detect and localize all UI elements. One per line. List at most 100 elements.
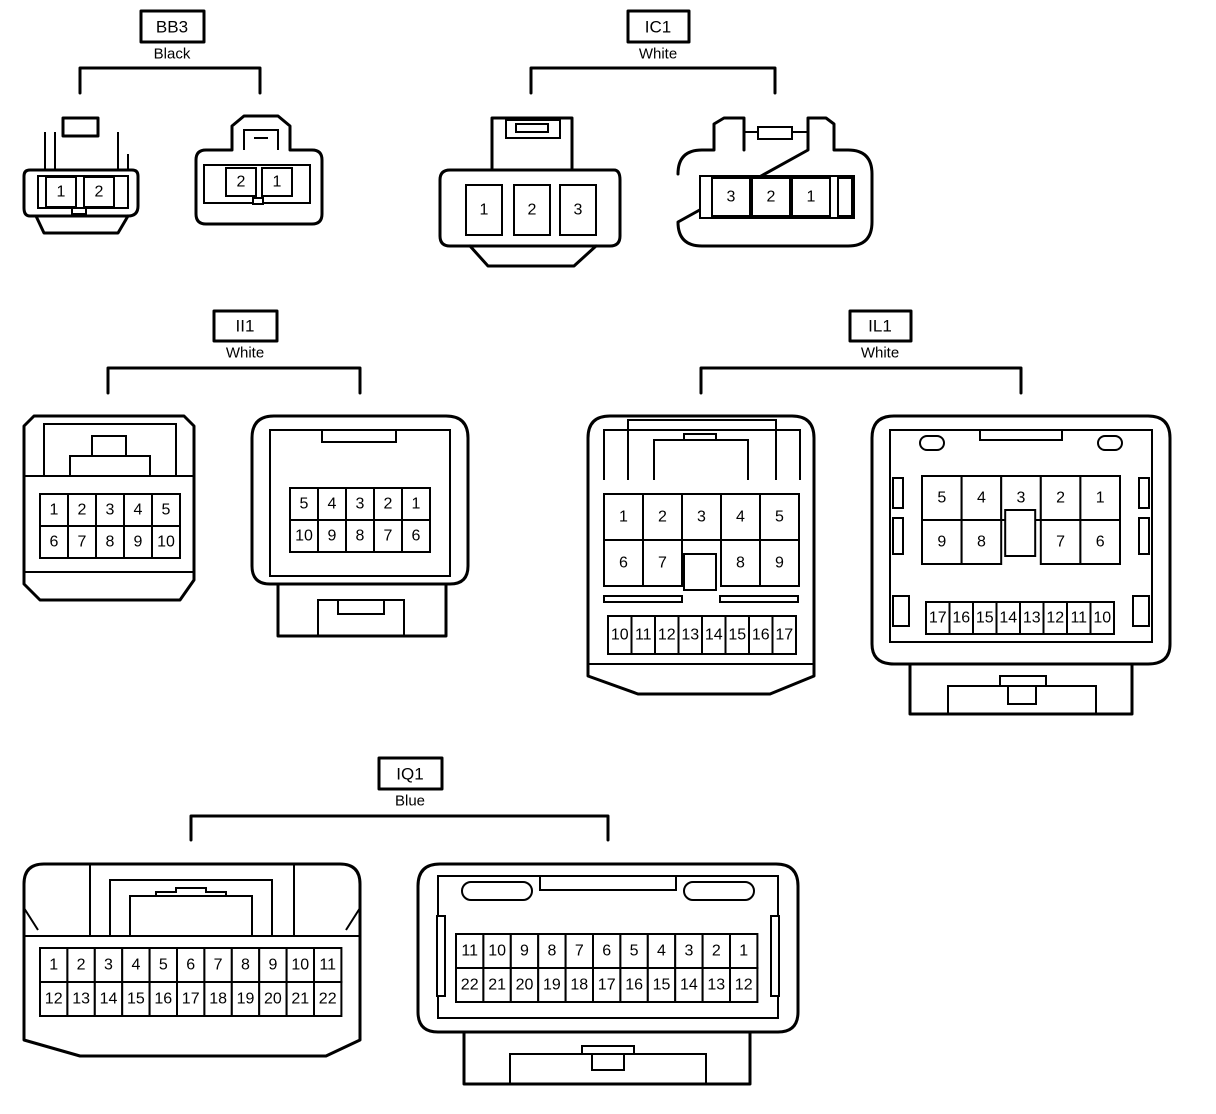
pin-label: 15 xyxy=(976,610,994,627)
pin-label: 3 xyxy=(1017,490,1026,507)
polarization-key xyxy=(683,553,717,591)
pin-label: 17 xyxy=(598,977,616,994)
pin-cell xyxy=(230,981,261,1017)
pin-cell xyxy=(681,493,722,541)
connector-ii1: II1 White xyxy=(22,309,470,638)
pin-label: 4 xyxy=(134,502,143,519)
connector-ii1-bracket xyxy=(106,366,362,395)
pin-cell xyxy=(759,493,800,541)
pin-label: 5 xyxy=(159,957,168,974)
pin-label: 9 xyxy=(328,528,337,545)
connector-ic1: IC1 White 1 2 3 3 2 1 xyxy=(438,9,874,268)
pin-cell xyxy=(258,981,288,1017)
pin-cell xyxy=(39,981,69,1017)
pin-label: 16 xyxy=(952,610,970,627)
pin-label: 22 xyxy=(461,977,479,994)
pin-label: 9 xyxy=(134,534,143,551)
pin-label: 1 xyxy=(57,184,66,201)
pin-cell xyxy=(646,933,677,969)
pin-label: 4 xyxy=(736,509,745,526)
pin-label: 13 xyxy=(1023,610,1041,627)
pin-label: 2 xyxy=(528,202,537,219)
connector-il1: IL1 White xyxy=(586,309,1172,716)
pin-label: 2 xyxy=(77,957,86,974)
connector-iq1-id: IQ1 xyxy=(396,765,423,784)
pin-label: 1 xyxy=(480,202,489,219)
pin-label: 8 xyxy=(106,534,115,551)
pin-cell xyxy=(401,519,431,553)
pin-cell xyxy=(960,519,1003,565)
pin-cell xyxy=(455,967,485,1003)
connector-bb3-color: Black xyxy=(154,46,191,63)
pin-label: 8 xyxy=(977,534,986,551)
pin-label: 15 xyxy=(127,991,145,1008)
pin-label: 1 xyxy=(1096,490,1105,507)
pin-cell xyxy=(729,967,759,1003)
pin-label: 6 xyxy=(412,528,421,545)
pin-label: 2 xyxy=(384,496,393,513)
pin-cell xyxy=(373,519,403,553)
pin-label: 11 xyxy=(461,943,478,960)
polarization-key xyxy=(1004,509,1037,557)
pin-cell xyxy=(674,967,704,1003)
pin-label: 12 xyxy=(658,627,676,644)
pin-label: 21 xyxy=(291,991,309,1008)
pin-label: 17 xyxy=(182,991,200,1008)
connector-iq1-front-view xyxy=(22,862,362,1058)
connector-ic1-id: IC1 xyxy=(645,18,671,37)
pin-label: 7 xyxy=(384,528,393,545)
pin-label: 4 xyxy=(657,943,666,960)
pin-cell xyxy=(401,487,431,521)
pin-cell xyxy=(313,981,343,1017)
connector-iq1: IQ1 Blue xyxy=(22,756,800,1086)
pin-label: 1 xyxy=(50,502,59,519)
pin-cell xyxy=(39,525,69,559)
pin-label: 6 xyxy=(1096,534,1105,551)
pin-label: 1 xyxy=(49,957,58,974)
pin-label: 12 xyxy=(735,977,753,994)
connector-iq1-bracket xyxy=(189,814,610,842)
connector-iq1-rear-view xyxy=(416,862,800,1086)
pin-cell xyxy=(619,967,649,1003)
pin-cell xyxy=(642,539,683,587)
pin-cell xyxy=(592,967,622,1003)
pin-label: 13 xyxy=(707,977,725,994)
connector-iq1-color: Blue xyxy=(395,793,425,810)
connector-il1-rear-view xyxy=(870,414,1172,716)
pin-label: 9 xyxy=(775,555,784,572)
pin-cell xyxy=(121,947,151,983)
pin-label: 7 xyxy=(78,534,87,551)
pin-label: 6 xyxy=(186,957,195,974)
pin-label: 18 xyxy=(570,977,588,994)
pin-label: 16 xyxy=(154,991,172,1008)
pin-label: 5 xyxy=(630,943,639,960)
pin-label: 6 xyxy=(602,943,611,960)
pin-label: 8 xyxy=(241,957,250,974)
pin-label: 14 xyxy=(999,610,1017,627)
pin-cell xyxy=(564,933,594,969)
pin-label: 3 xyxy=(356,496,365,513)
pin-label: 1 xyxy=(619,509,628,526)
pin-label: 11 xyxy=(319,957,336,974)
pin-cell xyxy=(67,493,97,527)
connector-il1-bracket xyxy=(699,366,1023,395)
pin-label: 10 xyxy=(291,957,309,974)
connector-ic1-id-box xyxy=(626,9,691,44)
pin-cell xyxy=(720,493,761,541)
pin-label: 3 xyxy=(697,509,706,526)
pin-label: 3 xyxy=(684,943,693,960)
connector-ic1-rear-view: 3 2 1 xyxy=(676,116,874,248)
pin-cell xyxy=(1079,519,1122,565)
pin-label: 8 xyxy=(356,528,365,545)
pin-cell xyxy=(646,967,677,1003)
connector-ii1-front-view xyxy=(22,414,196,602)
connector-ic1-front-view: 1 2 3 xyxy=(438,116,622,268)
pin-label: 10 xyxy=(488,943,506,960)
connector-bb3-id-box xyxy=(139,9,206,44)
pin-label: 10 xyxy=(611,627,629,644)
pin-cell xyxy=(93,947,124,983)
pin-label: 2 xyxy=(1056,490,1065,507)
connector-il1-front-view xyxy=(586,414,816,696)
pin-cell xyxy=(720,539,761,587)
pin-cell xyxy=(289,519,319,553)
